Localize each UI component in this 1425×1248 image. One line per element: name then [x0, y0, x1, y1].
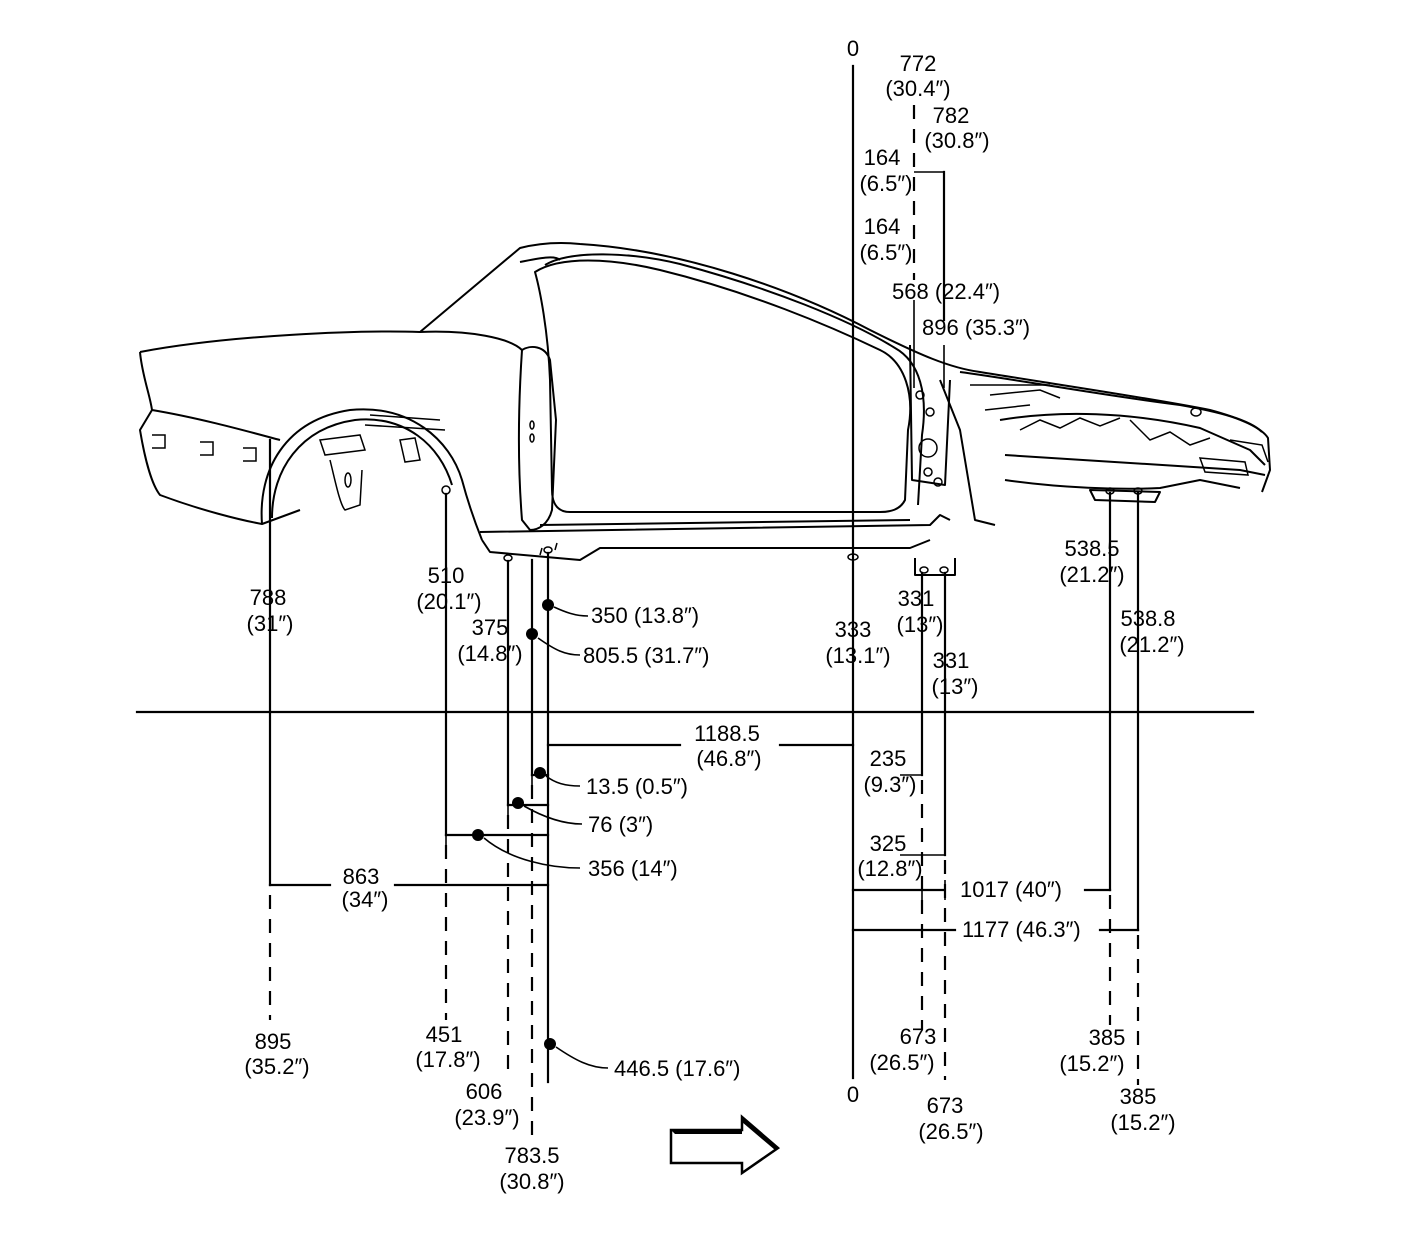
label-863-in: (34″)	[342, 887, 389, 912]
label-zero-top: 0	[847, 36, 859, 61]
label-325: 325	[870, 831, 907, 856]
label-510-in: (20.1″)	[416, 589, 481, 614]
forward-arrow-icon	[669, 1114, 781, 1176]
label-863: 863	[343, 864, 380, 889]
label-772-in: (30.4″)	[885, 76, 950, 101]
callout-dot-13-5	[534, 767, 546, 779]
callout-dot-446	[544, 1038, 556, 1050]
label-673a-in: (26.5″)	[869, 1050, 934, 1075]
label-333: 333	[835, 617, 872, 642]
label-356: 356 (14″)	[588, 856, 678, 881]
label-895-in: (35.2″)	[244, 1054, 309, 1079]
car-body-illustration	[139, 242, 1271, 576]
callout-dot-350	[542, 599, 554, 611]
label-446: 446.5 (17.6″)	[614, 1056, 740, 1081]
label-568: 568 (22.4″)	[892, 279, 1000, 304]
label-375-in: (14.8″)	[457, 641, 522, 666]
label-164b: 164	[864, 214, 901, 239]
label-235-in: (9.3″)	[863, 772, 916, 797]
label-783-in: (30.8″)	[499, 1169, 564, 1194]
label-350: 350 (13.8″)	[591, 603, 699, 628]
label-510: 510	[428, 563, 465, 588]
label-333-in: (13.1″)	[825, 643, 890, 668]
callout-dot-76	[512, 797, 524, 809]
label-673a: 673	[900, 1024, 937, 1049]
label-782: 782	[933, 103, 970, 128]
label-538-5: 538.5	[1064, 536, 1119, 561]
label-1188-in: (46.8″)	[696, 746, 761, 771]
label-164b-in: (6.5″)	[859, 240, 912, 265]
callout-dot-805	[526, 628, 538, 640]
label-788: 788	[250, 585, 287, 610]
label-331b-in: (13″)	[932, 674, 979, 699]
label-331a-in: (13″)	[897, 612, 944, 637]
label-788-in: (31″)	[247, 611, 294, 636]
label-538-8: 538.8	[1120, 606, 1175, 631]
callout-dot-356	[472, 829, 484, 841]
label-331a: 331	[898, 586, 935, 611]
label-331b: 331	[933, 648, 970, 673]
label-385a: 385	[1089, 1025, 1126, 1050]
label-805: 805.5 (31.7″)	[583, 643, 709, 668]
label-451-in: (17.8″)	[415, 1047, 480, 1072]
label-606: 606	[466, 1079, 503, 1104]
label-385a-in: (15.2″)	[1059, 1051, 1124, 1076]
label-375: 375	[472, 615, 509, 640]
label-164a: 164	[864, 145, 901, 170]
label-451: 451	[426, 1022, 463, 1047]
label-606-in: (23.9″)	[454, 1105, 519, 1130]
label-1017: 1017 (40″)	[960, 877, 1062, 902]
label-895: 895	[255, 1029, 292, 1054]
label-325-in: (12.8″)	[857, 856, 922, 881]
label-13-5: 13.5 (0.5″)	[586, 774, 688, 799]
label-235: 235	[870, 746, 907, 771]
label-1177: 1177 (46.3″)	[962, 917, 1081, 942]
label-zero-bottom: 0	[847, 1082, 859, 1107]
label-76: 76 (3″)	[588, 812, 653, 837]
label-538-5-in: (21.2″)	[1059, 562, 1124, 587]
dimension-labels: 0 772 (30.4″) 782 (30.8″) 164 (6.5″) 164…	[244, 36, 1184, 1194]
label-538-8-in: (21.2″)	[1119, 632, 1184, 657]
dimension-lines	[135, 64, 1255, 1140]
label-896: 896 (35.3″)	[922, 315, 1030, 340]
label-385b-in: (15.2″)	[1110, 1110, 1175, 1135]
label-385b: 385	[1120, 1084, 1157, 1109]
label-782-in: (30.8″)	[924, 128, 989, 153]
label-1188: 1188.5	[694, 721, 760, 746]
label-164a-in: (6.5″)	[859, 171, 912, 196]
label-783: 783.5	[504, 1143, 559, 1168]
callout-markers	[472, 599, 609, 1069]
label-772: 772	[900, 51, 937, 76]
label-673b-in: (26.5″)	[918, 1119, 983, 1144]
label-673b: 673	[927, 1093, 964, 1118]
